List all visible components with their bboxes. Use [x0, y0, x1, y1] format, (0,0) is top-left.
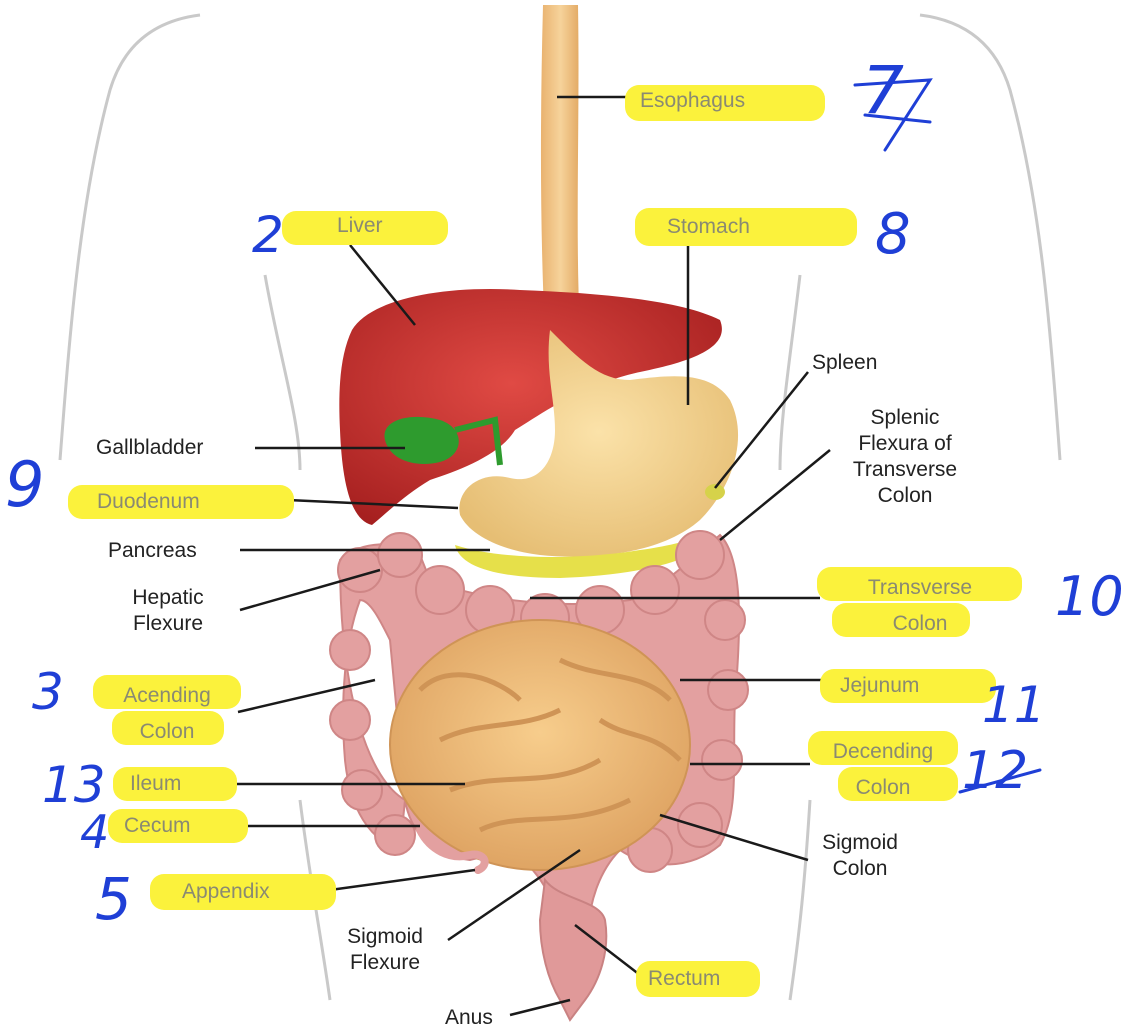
label-rectum: Rectum: [648, 966, 720, 992]
label-stomach: Stomach: [667, 214, 750, 240]
label-hepatic-flexure-line2: Flexure: [108, 611, 228, 637]
label-splenic-flexure-line1: Splenic: [830, 405, 980, 431]
label-spleen: Spleen: [812, 350, 877, 376]
handwritten-twelve: 12: [962, 744, 1028, 798]
label-transverse-colon: Transverse Colon: [820, 570, 1020, 642]
label-transverse-colon-line2: Colon: [820, 606, 1020, 642]
handwritten-number-ascending-colon: 3: [32, 665, 64, 719]
esophagus-organ: [541, 5, 580, 335]
label-transverse-colon-line1: Transverse: [820, 570, 1020, 606]
handwritten-number-liver: 2: [252, 208, 284, 262]
label-anus: Anus: [445, 1005, 493, 1031]
label-duodenum: Duodenum: [97, 489, 200, 515]
label-sigmoid-flexure-line2: Flexure: [320, 950, 450, 976]
label-ascending-colon: Acending Colon: [93, 678, 241, 750]
handwritten-seven: 7: [862, 64, 904, 118]
label-gallbladder: Gallbladder: [96, 435, 203, 461]
label-splenic-flexure-line4: Colon: [830, 483, 980, 509]
label-ascending-colon-line1: Acending: [93, 678, 241, 714]
handwritten-number-transverse-colon: 10: [1055, 570, 1124, 624]
label-descending-colon-line2: Colon: [805, 770, 961, 806]
label-hepatic-flexure-line1: Hepatic: [108, 585, 228, 611]
label-ileum: Ileum: [130, 771, 181, 797]
label-ascending-colon-line2: Colon: [93, 714, 241, 750]
label-splenic-flexure: Splenic Flexura of Transverse Colon: [830, 405, 980, 509]
label-hepatic-flexure: Hepatic Flexure: [108, 585, 228, 637]
handwritten-number-jejunum: 11: [982, 678, 1046, 732]
label-sigmoid-flexure-line1: Sigmoid: [320, 924, 450, 950]
label-sigmoid-colon-line1: Sigmoid: [800, 830, 920, 856]
label-descending-colon-line1: Decending: [805, 734, 961, 770]
label-descending-colon: Decending Colon: [805, 734, 961, 806]
label-pancreas: Pancreas: [108, 538, 197, 564]
small-intestine-organ: [390, 620, 690, 870]
handwritten-number-cecum: 4: [80, 805, 109, 859]
label-sigmoid-colon: Sigmoid Colon: [800, 830, 920, 882]
label-appendix: Appendix: [182, 879, 270, 905]
label-esophagus: Esophagus: [640, 88, 745, 114]
label-sigmoid-flexure: Sigmoid Flexure: [320, 924, 450, 976]
label-jejunum: Jejunum: [840, 673, 919, 699]
label-cecum: Cecum: [124, 813, 191, 839]
label-splenic-flexure-line3: Transverse: [830, 457, 980, 483]
rectum-organ: [540, 880, 606, 1020]
label-sigmoid-colon-line2: Colon: [800, 856, 920, 882]
handwritten-number-duodenum: 9: [5, 458, 44, 512]
handwritten-number-ileum: 13: [42, 758, 106, 812]
handwritten-number-appendix: 5: [95, 872, 132, 926]
label-liver: Liver: [337, 213, 383, 239]
handwritten-number-stomach: 8: [875, 208, 911, 262]
label-splenic-flexure-line2: Flexura of: [830, 431, 980, 457]
